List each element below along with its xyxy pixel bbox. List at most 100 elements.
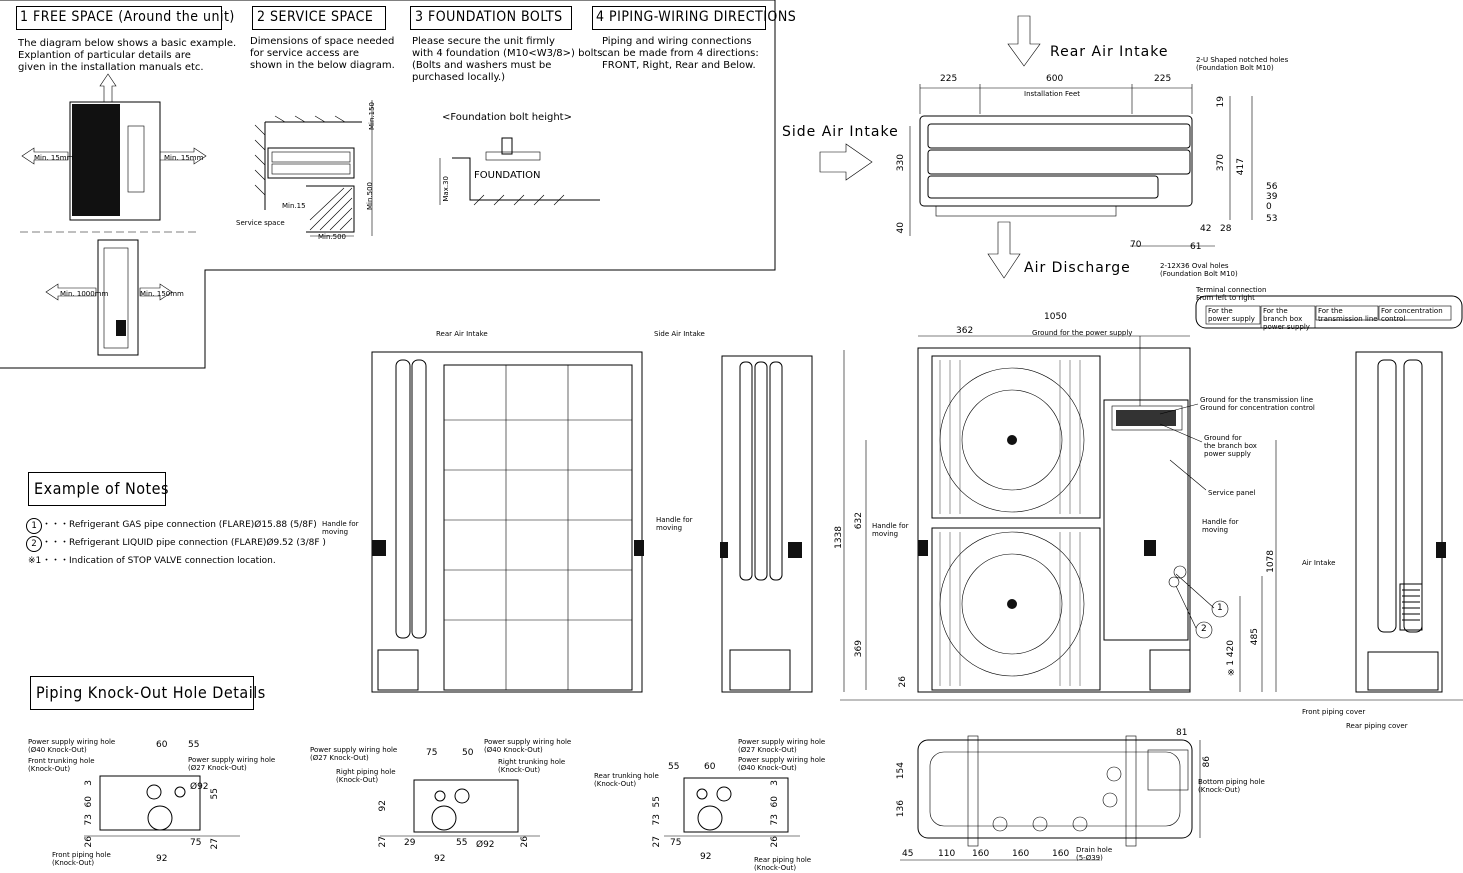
- bottom-dim-7: 160: [1012, 849, 1030, 859]
- note-mark-2: ※1: [28, 556, 42, 566]
- knockout-detail-2: [413, 779, 519, 833]
- marker-2-label: 2: [1201, 624, 1207, 634]
- kd1-dim-8: 27: [210, 838, 220, 850]
- dim-right-3: 56: [1266, 182, 1278, 192]
- kd3-dim-0: 55: [668, 762, 680, 772]
- kd3-power-27: Power supply wiring hole (Ø27 Knock-Out): [738, 738, 826, 754]
- dim-left-1: 40: [896, 222, 906, 234]
- service-space-text: Dimensions of space needed for service a…: [250, 36, 395, 71]
- foundation-bolt-height: <Foundation bolt height>: [442, 112, 572, 123]
- kd2-dim-7: 26: [520, 836, 530, 848]
- dim-bottom-1: 28: [1220, 224, 1232, 234]
- side-air-intake-label: Side Air Intake: [782, 124, 899, 140]
- bottom-dim-5: 110: [938, 849, 956, 859]
- arrow-right: [159, 147, 207, 165]
- service-space-title: 2 SERVICE SPACE: [257, 9, 374, 25]
- ground-branch: Ground for the branch box power supply: [1204, 434, 1257, 458]
- kd3-power-40: Power supply wiring hole (Ø40 Knock-Out): [738, 756, 826, 772]
- free-space-title-box: 1 FREE SPACE (Around the unit): [16, 6, 234, 30]
- dim-bottom-3: 61: [1190, 242, 1202, 252]
- service-unit: [267, 147, 355, 179]
- notes-title-box: Example of Notes: [28, 472, 169, 506]
- service-space-title-box: 2 SERVICE SPACE: [252, 6, 386, 30]
- kd3-dim-9: 3: [770, 780, 780, 786]
- free-space-label-3: Min. 150mm: [140, 290, 184, 298]
- terminal-box: [1195, 295, 1463, 329]
- dim-1078: 1078: [1266, 550, 1276, 573]
- service-min15: Min.15: [282, 202, 306, 210]
- marker-1: [1211, 600, 1229, 618]
- kd1-dim-2: Ø92: [190, 782, 209, 792]
- bottom-dim-0: 81: [1176, 728, 1188, 738]
- terminal-label: Terminal connection From left to right: [1196, 286, 1267, 302]
- kd1-front-piping: Front piping hole (Knock-Out): [52, 851, 111, 867]
- service-min500-h: Min.500: [318, 233, 347, 241]
- note-mark-1: 2: [26, 536, 42, 552]
- kd1-dim-0: 60: [156, 740, 168, 750]
- dim-right-1: 370: [1216, 154, 1226, 172]
- unit-side-sketch: [97, 239, 139, 356]
- top-view-unit: [919, 115, 1193, 207]
- bottom-piping-label: Bottom piping hole (Knock-Out): [1198, 778, 1265, 794]
- foundation-title-box: 3 FOUNDATION BOLTS: [410, 6, 572, 30]
- handle-mid: Handle for moving: [656, 516, 693, 532]
- kd2-dim-3: 27: [378, 836, 388, 848]
- drain-hole-label: Drain hole (5-Ø39): [1076, 846, 1113, 862]
- kd1-dim-5: 73: [84, 814, 94, 826]
- kd1-power-40: Power supply wiring hole (Ø40 Knock-Out): [28, 738, 116, 754]
- fan-lower: [931, 527, 1101, 691]
- bottom-dim-6: 160: [972, 849, 990, 859]
- service-panel-label: Service panel: [1208, 489, 1256, 497]
- rear-view-label: Rear Air Intake: [436, 330, 488, 338]
- dim-right-0: 19: [1216, 96, 1226, 108]
- terminal-cell-2: For the transmission line: [1318, 307, 1378, 323]
- side-view-unit: [721, 355, 813, 693]
- arrow-left-2: [45, 283, 97, 301]
- dim-632: 632: [854, 512, 864, 530]
- dim-362: 362: [956, 326, 974, 336]
- rear-cover-label: Rear piping cover: [1346, 722, 1408, 730]
- dim-420: ※1 420: [1226, 640, 1236, 676]
- dim-top-0: 225: [940, 74, 958, 84]
- bottom-dim-1: 154: [896, 762, 906, 780]
- foundation-max30: Max.30: [442, 176, 450, 202]
- kd2-dim-5: 55: [456, 838, 468, 848]
- free-space-title: 1 FREE SPACE (Around the unit): [20, 9, 235, 25]
- note-mark-0: 1: [26, 518, 42, 534]
- rear-view-unit: [371, 351, 643, 693]
- bottom-dim-2: 136: [896, 800, 906, 818]
- bottom-view-unit: [917, 739, 1193, 839]
- piping-wiring-title: 4 PIPING-WIRING DIRECTIONS: [596, 9, 797, 25]
- panel-frame: [0, 0, 776, 369]
- dim-top-2: 225: [1154, 74, 1172, 84]
- kd3-rear-trunking: Rear trunking hole (Knock-Out): [594, 772, 659, 788]
- kd2-power-40: Power supply wiring hole (Ø40 Knock-Out): [484, 738, 572, 754]
- terminal-cell-3: For concentration control: [1381, 307, 1443, 323]
- knockout-detail-1: [99, 775, 201, 831]
- kd1-dim-10: 92: [156, 854, 168, 864]
- kd1-dim-4: 60: [84, 796, 94, 808]
- handle-left: Handle for moving: [322, 520, 359, 536]
- dim-bottom-2: 70: [1130, 240, 1142, 250]
- kd2-dim-4: 29: [404, 838, 416, 848]
- rear-grille: [443, 364, 633, 691]
- arrow-up: [99, 73, 117, 103]
- bottom-dim-4: 45: [902, 849, 914, 859]
- dim-485: 485: [1250, 628, 1260, 646]
- oval-holes: 2-12X36 Oval holes (Foundation Bolt M10): [1160, 262, 1238, 278]
- arrow-left: [21, 147, 69, 165]
- unit-front-sketch: [69, 101, 161, 221]
- air-intake-louvre: [1399, 583, 1423, 631]
- dim-left-0: 330: [896, 154, 906, 172]
- kd1-dim-6: 26: [84, 836, 94, 848]
- ground-power: Ground for the power supply: [1032, 329, 1133, 337]
- handle-front: Handle for moving: [872, 522, 909, 538]
- kd3-dim-4: 27: [652, 836, 662, 848]
- service-min500-v: Min.500: [366, 182, 374, 211]
- dim-1338: 1338: [834, 526, 844, 549]
- front-cover-label: Front piping cover: [1302, 708, 1366, 716]
- kd3-dim-2: 55: [652, 796, 662, 808]
- air-intake-label: Air Intake: [1302, 559, 1336, 567]
- knockout-detail-3: [683, 777, 789, 833]
